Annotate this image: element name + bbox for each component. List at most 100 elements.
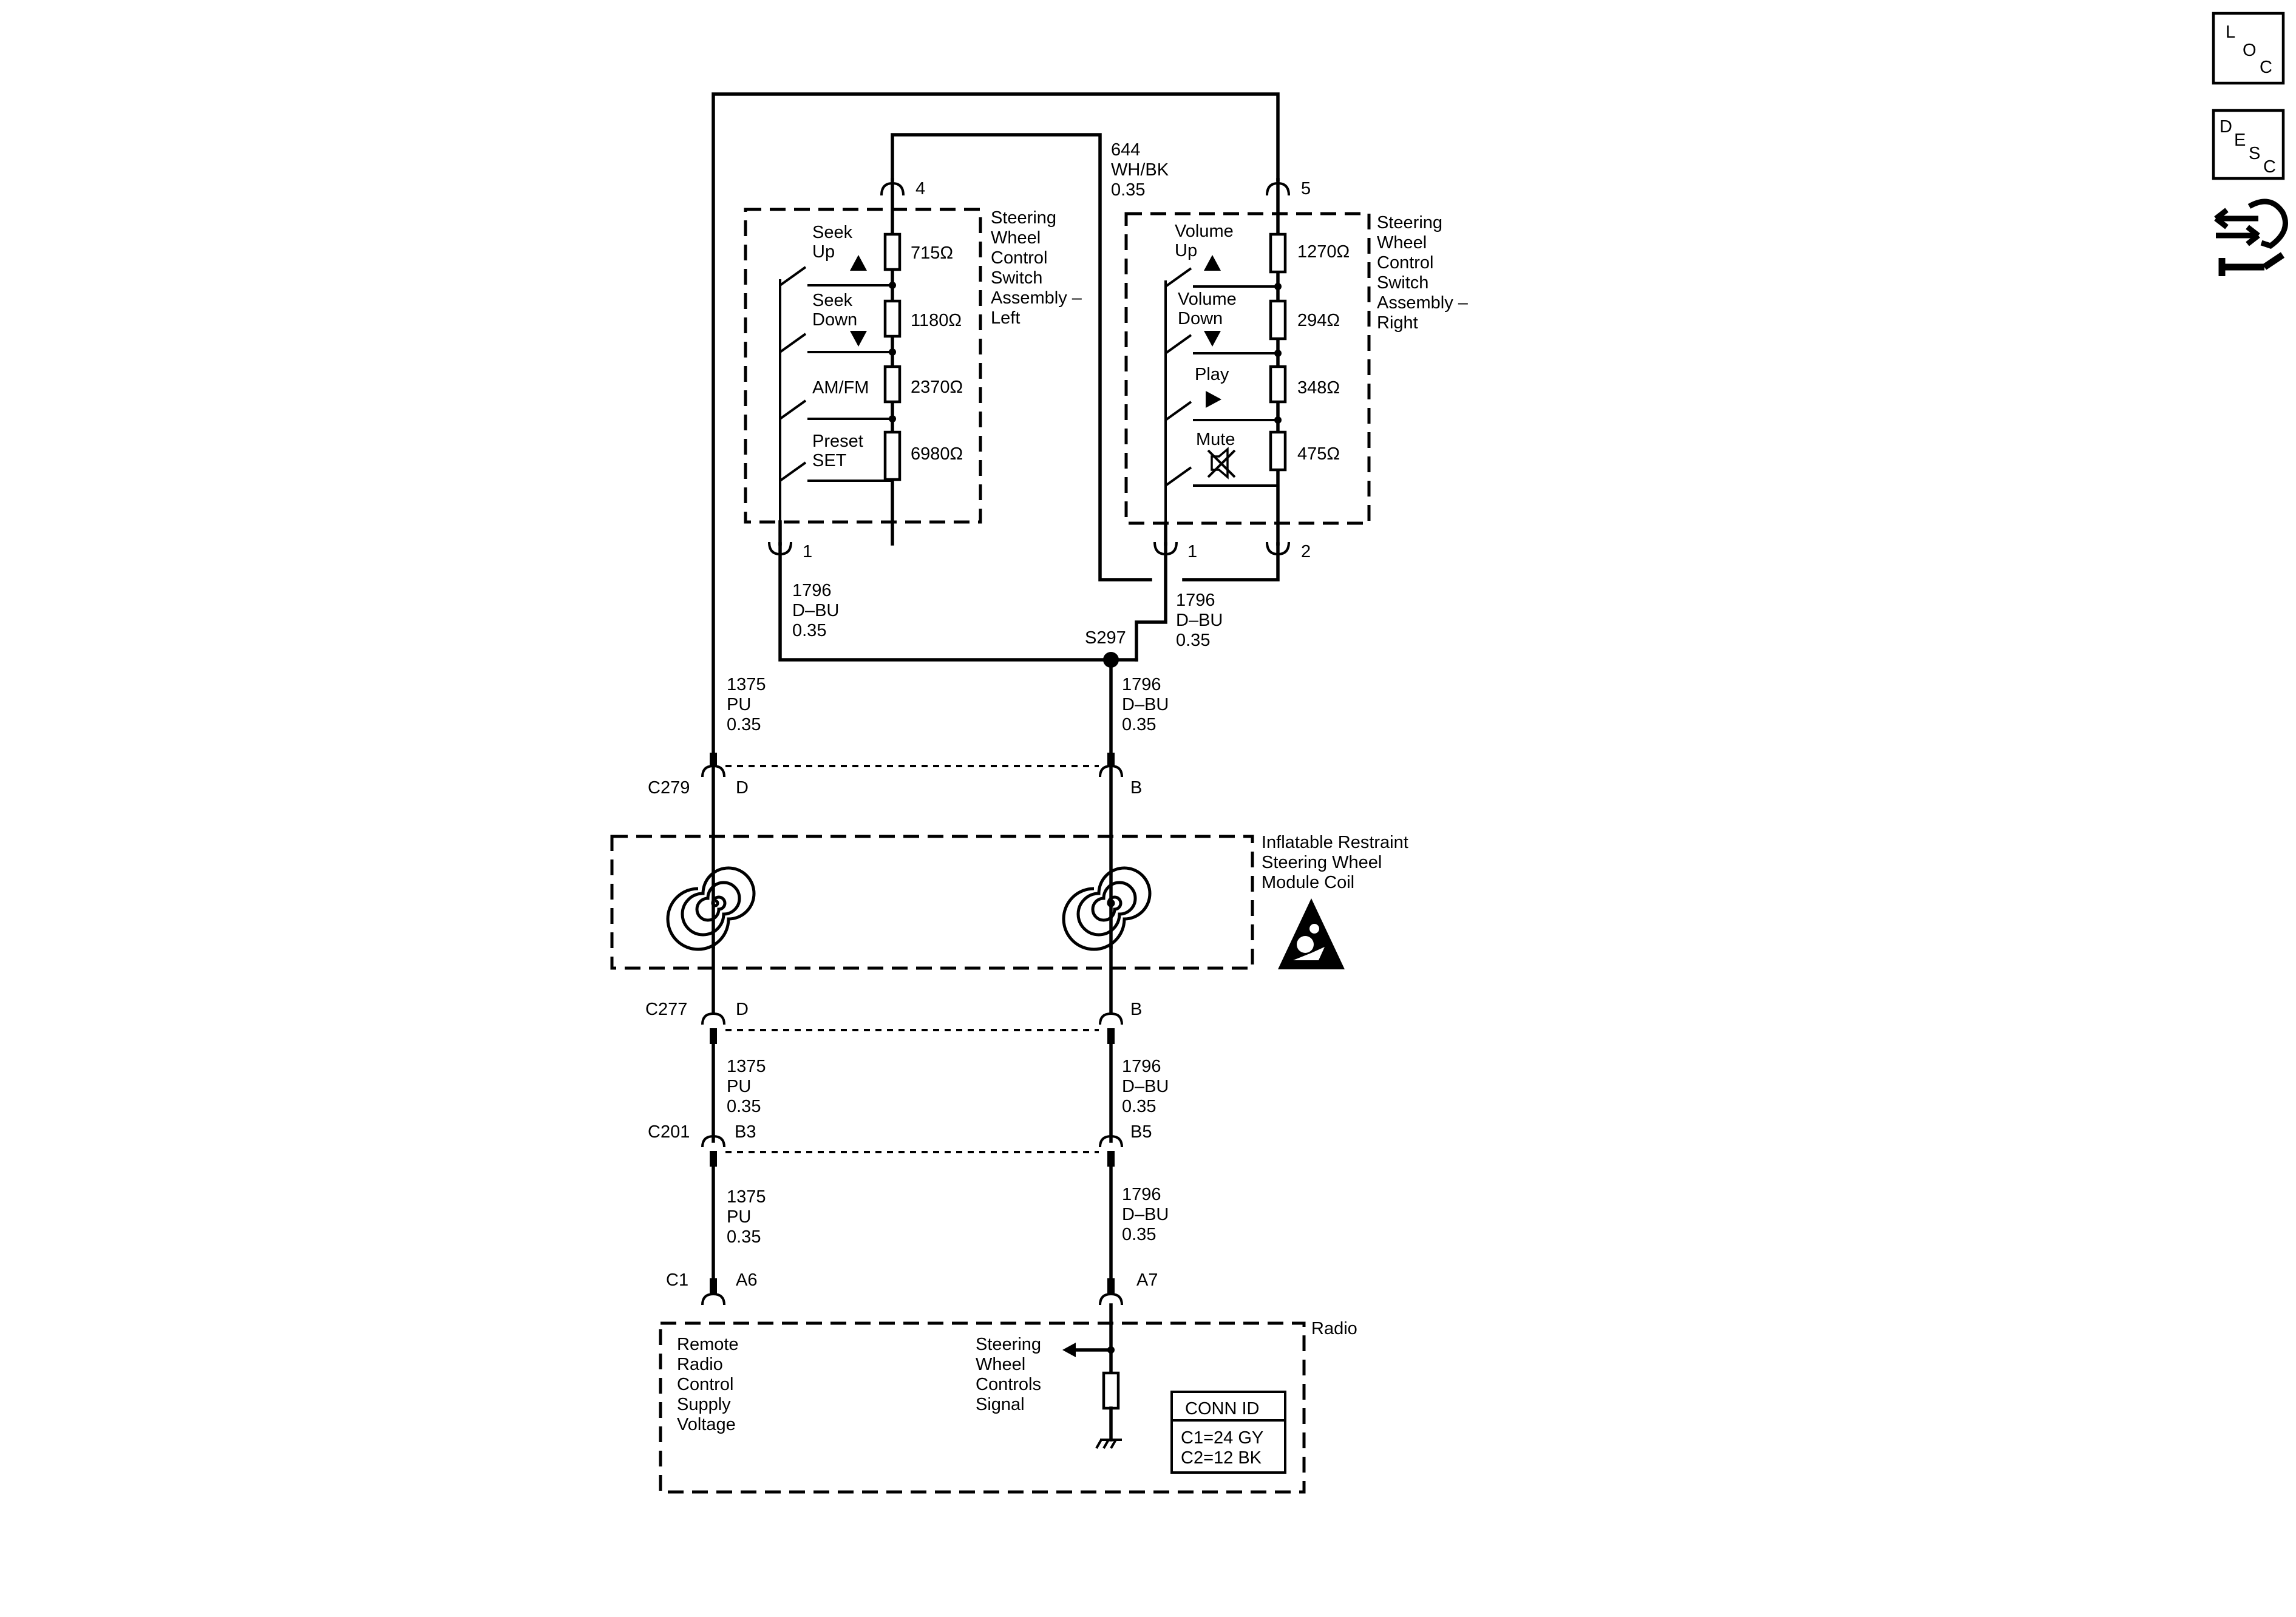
svg-text:D–BU: D–BU [1122,695,1169,714]
svg-text:Steering Wheel: Steering Wheel [1262,853,1382,872]
c1-pin-a7: A7 [1136,1270,1158,1290]
desc-letter-c: C [2263,157,2276,177]
svg-text:PU: PU [727,1077,751,1096]
svg-text:Controls: Controls [976,1375,1041,1394]
svg-text:Signal: Signal [976,1395,1025,1414]
down-arrow-icon [1204,331,1221,347]
svg-text:0.35: 0.35 [727,1227,761,1247]
play-arrow-icon [1206,391,1221,408]
svg-text:D–BU: D–BU [792,601,839,620]
airbag-warning-icon [1278,898,1345,969]
wire-1796-b-label: 1796 D–BU 0.35 [1122,1057,1169,1116]
svg-text:Control: Control [991,248,1048,268]
svg-text:Assembly –: Assembly – [991,288,1082,308]
connector-c201 [701,1134,1123,1280]
radio-signal-label: Steering Wheel Controls Signal [976,1335,1041,1414]
volume-down-label-2: Down [1178,309,1223,328]
radio-label: Radio [1311,1319,1357,1338]
svg-text:Wheel: Wheel [976,1355,1025,1374]
svg-text:0.35: 0.35 [1122,1097,1156,1116]
conn-id-row: C2=12 BK [1181,1448,1262,1468]
wire-1375-a-label: 1375 PU 0.35 [727,675,766,734]
svg-text:Wheel: Wheel [1377,233,1427,253]
loc-letter-l: L [2226,22,2235,42]
preset-resistance: 6980Ω [911,444,963,464]
svg-text:Assembly –: Assembly – [1377,293,1469,313]
svg-text:Left: Left [991,308,1020,328]
svg-text:0.35: 0.35 [1176,631,1210,650]
conn-id-title: CONN ID [1185,1399,1259,1419]
c201-pin-b5: B5 [1130,1122,1152,1142]
loc-letter-c: C [2260,58,2272,77]
am-fm-label: AM/FM [812,378,869,398]
c279-pin-b: B [1130,778,1142,798]
right-switch-assembly [1124,178,1371,546]
left-pin-1: 1 [803,542,812,561]
am-fm-resistance: 2370Ω [911,378,963,397]
c201-label: C201 [648,1122,690,1142]
svg-text:1796: 1796 [1122,1057,1161,1076]
right-switch-name: Steering Wheel Control Switch Assembly –… [1377,213,1469,333]
c1-pin-a6: A6 [736,1270,757,1290]
up-arrow-icon [850,255,867,271]
svg-text:1796: 1796 [792,581,832,600]
svg-text:Wheel: Wheel [991,228,1041,248]
mute-resistance: 475Ω [1297,444,1340,464]
arrows-wrench-icon[interactable] [2210,194,2295,285]
svg-text:Steering: Steering [991,208,1056,228]
desc-letter-s: S [2249,144,2260,163]
svg-text:D–BU: D–BU [1176,611,1223,630]
play-label: Play [1195,365,1229,384]
right-pin-5: 5 [1301,179,1311,198]
svg-text:0.35: 0.35 [727,715,761,734]
c277-pin-b: B [1130,1000,1142,1019]
connector-c1 [701,1278,1123,1306]
svg-text:Control: Control [1377,253,1434,273]
svg-text:Remote: Remote [677,1335,739,1354]
c201-pin-b3: B3 [735,1122,756,1142]
loc-letter-o: O [2243,41,2257,60]
c279-label: C279 [648,778,690,798]
svg-text:PU: PU [727,1207,751,1227]
mute-label: Mute [1196,430,1235,449]
svg-text:1796: 1796 [1122,675,1161,694]
wire-1796-c-label: 1796 D–BU 0.35 [1122,1185,1169,1244]
volume-up-resistance: 1270Ω [1297,242,1350,262]
volume-up-label-2: Up [1175,241,1197,260]
svg-text:Inflatable Restraint: Inflatable Restraint [1262,833,1408,852]
seek-down-resistance: 1180Ω [911,311,962,330]
radio-supply-label: Remote Radio Control Supply Voltage [677,1335,739,1434]
volume-down-resistance: 294Ω [1297,311,1340,330]
conn-id-table: CONN ID C1=24 GY C2=12 BK [1181,1399,1263,1468]
desc-button[interactable]: D E S C [2212,109,2285,180]
svg-text:1375: 1375 [727,675,766,694]
svg-text:Steering: Steering [1377,213,1442,232]
svg-text:Switch: Switch [1377,273,1428,293]
splice-point [1103,652,1119,668]
seek-down-label-1: Seek [812,291,853,310]
svg-text:WH/BK: WH/BK [1111,160,1169,180]
radio-module [659,1303,1306,1494]
wire-1375-c-label: 1375 PU 0.35 [727,1187,766,1247]
loc-button[interactable]: L O C [2212,12,2285,85]
switch-pin-terminals [768,181,1290,556]
svg-text:644: 644 [1111,140,1140,160]
svg-text:0.35: 0.35 [1111,180,1145,200]
svg-text:PU: PU [727,695,751,714]
svg-text:0.35: 0.35 [1122,1225,1156,1244]
preset-label-1: Preset [812,432,863,451]
svg-text:Radio: Radio [677,1355,723,1374]
svg-text:D–BU: D–BU [1122,1077,1169,1096]
seek-down-label-2: Down [812,310,857,330]
coil-left [666,866,756,951]
wire-1796-right-label: 1796 D–BU 0.35 [1176,591,1223,650]
svg-text:Supply: Supply [677,1395,731,1414]
desc-letter-e: E [2234,131,2246,150]
svg-text:Steering: Steering [976,1335,1041,1354]
preset-label-2: SET [812,451,847,470]
desc-letter-d: D [2220,117,2232,137]
play-resistance: 348Ω [1297,378,1340,398]
volume-up-label-1: Volume [1175,222,1234,241]
svg-text:Control: Control [677,1375,734,1394]
svg-text:D–BU: D–BU [1122,1205,1169,1224]
